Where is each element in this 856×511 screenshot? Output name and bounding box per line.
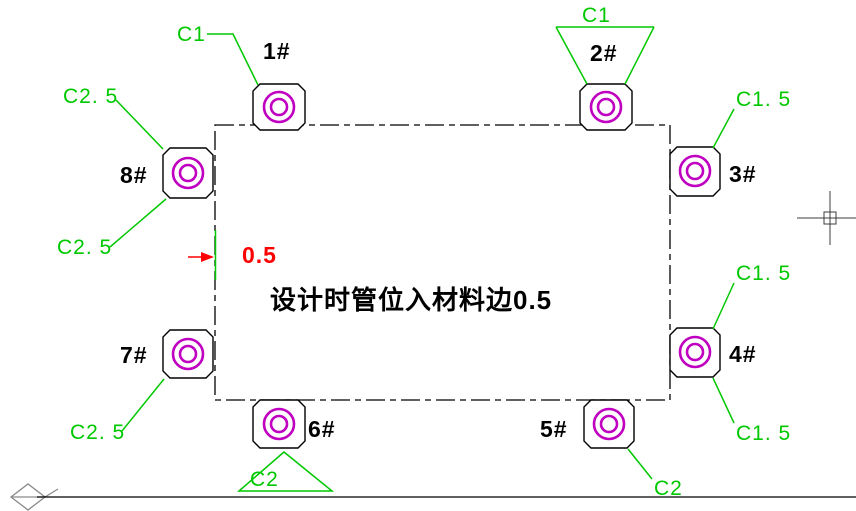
- chamfer-label-right-bottom: C1. 5: [736, 422, 791, 445]
- chamfer-label-top: C1: [582, 4, 611, 27]
- clamp-8: [162, 147, 214, 199]
- edge-dimension-value: 0.5: [242, 242, 277, 268]
- leader-c25-left-mid: [109, 198, 167, 248]
- chamfer-label-bottom-left: C2: [250, 468, 279, 491]
- clamp-1-label: 1#: [263, 38, 291, 64]
- center-note: 设计时管位入材料边0.5: [270, 285, 552, 315]
- chamfer-label-top-left: C1: [177, 23, 206, 46]
- clamp-5-hole-inner: [599, 414, 619, 434]
- clamp-8-body: [162, 147, 214, 199]
- clamp-4-hole-outer: [678, 335, 712, 369]
- clamp-7-hole-outer: [171, 337, 205, 371]
- clamp-8-label: 8#: [120, 162, 148, 188]
- leader-c15-right-mid: [712, 282, 735, 330]
- chamfer-label-right-mid: C1. 5: [736, 262, 791, 285]
- ucs-tail-line: [44, 488, 59, 498]
- clamp-4-label: 4#: [729, 341, 757, 367]
- clamp-8-hole-inner: [178, 163, 198, 183]
- clamp-2-hole-outer: [589, 90, 623, 124]
- clamp-7-hole-inner: [178, 344, 198, 364]
- leader-c1-top-left: [207, 33, 259, 86]
- chamfer-label-left-top: C2. 5: [63, 85, 118, 108]
- clamp-6-label: 6#: [308, 416, 336, 442]
- chamfer-label-left-mid: C2. 5: [57, 236, 112, 259]
- clamp-6-hole-outer: [262, 407, 296, 441]
- clamp-6: [252, 399, 306, 449]
- clamp-3-body: [669, 146, 721, 197]
- leader-c25-left-top: [115, 99, 164, 150]
- clamp-5-hole-outer: [592, 407, 626, 441]
- leader-c15-right-bottom: [712, 377, 735, 424]
- clamp-5-label: 5#: [540, 416, 568, 442]
- clamp-4-body: [669, 327, 721, 378]
- leader-c25-left-bottom: [121, 378, 165, 432]
- leader-c2-bottom-left-triangle: [236, 451, 335, 492]
- leader-c1-top-leg-left: [555, 26, 588, 85]
- chamfer-label-top-right: C1. 5: [736, 88, 791, 111]
- clamp-1: [252, 83, 306, 131]
- clamp-6-body: [252, 399, 306, 449]
- clamp-7-body: [162, 329, 214, 379]
- clamp-1-hole-outer: [262, 90, 296, 124]
- clamp-1-hole-inner: [269, 97, 289, 117]
- clamp-2: [579, 83, 633, 131]
- clamp-7: [162, 329, 214, 379]
- clamp-3-hole-outer: [678, 154, 712, 188]
- clamp-5-body: [583, 399, 635, 449]
- clamp-8-hole-outer: [171, 156, 205, 190]
- material-outline: [214, 124, 671, 401]
- leader-c2-bottom-right: [627, 448, 653, 480]
- clamp-3: [669, 146, 721, 197]
- clamp-2-body: [579, 83, 633, 131]
- clamp-2-label: 2#: [590, 40, 618, 66]
- clamp-4: [669, 327, 721, 378]
- clamp-4-hole-inner: [685, 342, 705, 362]
- clamp-2-hole-inner: [596, 97, 616, 117]
- crosshair-cursor-icon: [797, 191, 856, 245]
- edge-dimension-arrowhead: [201, 252, 214, 262]
- crosshair-pickbox: [823, 211, 837, 225]
- leader-c1-top-leg-right: [624, 26, 655, 85]
- chamfer-label-bottom-right: C2: [654, 477, 683, 500]
- chamfer-label-left-bottom: C2. 5: [70, 421, 125, 444]
- clamp-3-hole-inner: [685, 161, 705, 181]
- clamp-7-label: 7#: [120, 342, 148, 368]
- clamp-6-hole-inner: [269, 414, 289, 434]
- clamp-1-body: [252, 83, 306, 131]
- clamp-3-label: 3#: [729, 161, 757, 187]
- clamp-5: [583, 399, 635, 449]
- leader-c15-top-right: [712, 108, 735, 149]
